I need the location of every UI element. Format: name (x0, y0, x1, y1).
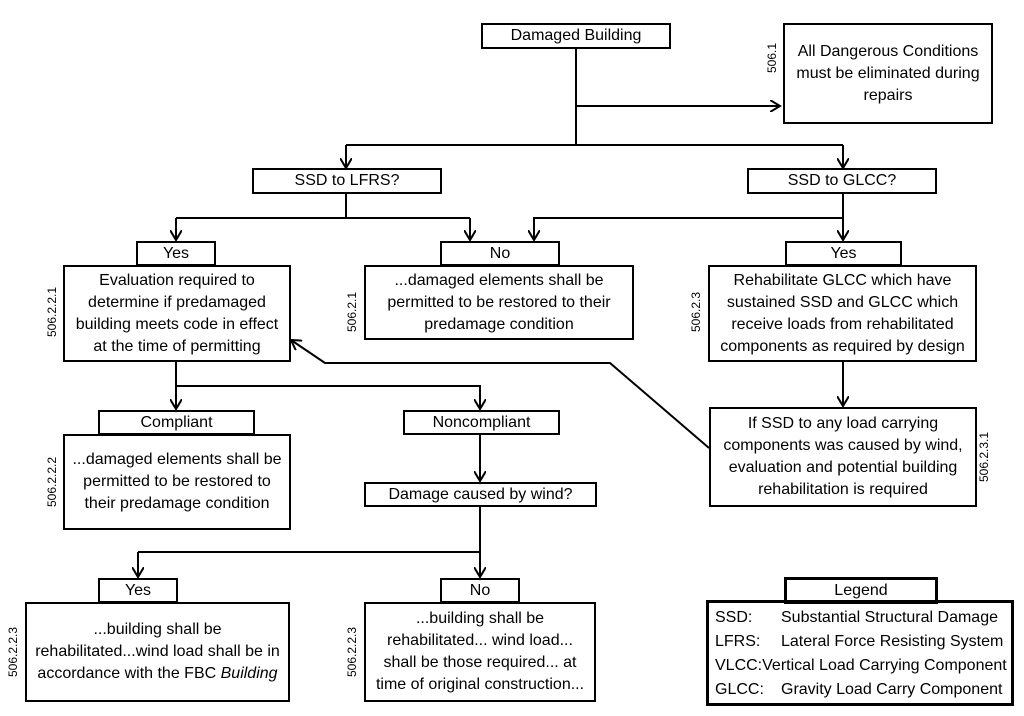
rehab-wind-text-main: ...building shall be rehabilitated...win… (35, 621, 280, 682)
ref-506-1: 506.1 (765, 42, 779, 74)
legend-row: GLCC: Gravity Load Carry Component (715, 678, 1005, 702)
ref-506-2-3: 506.2.3 (689, 291, 703, 333)
node-restore-mid: ...damaged elements shall be permitted t… (364, 265, 634, 340)
node-rehab-original: ...building shall be rehabilitated... wi… (364, 602, 596, 702)
node-ssd-lfrs: SSD to LFRS? (252, 168, 442, 194)
node-restore-left: ...damaged elements shall be permitted t… (63, 434, 291, 530)
legend-text: Lateral Force Resisting System (781, 633, 1004, 650)
legend-abbr: VLCC: (715, 657, 763, 674)
ref-506-2-2-3-left: 506.2.2.3 (6, 626, 20, 678)
node-yes-right: Yes (785, 241, 902, 266)
node-yes-bottom: Yes (98, 578, 178, 603)
ref-506-2-3-1: 506.2.3.1 (977, 431, 991, 483)
node-no-mid: No (440, 241, 560, 266)
ref-506-2-2-1: 506.2.2.1 (45, 286, 59, 338)
legend-text: Gravity Load Carry Component (781, 681, 1003, 698)
node-damaged-building: Damaged Building (481, 23, 671, 49)
legend-row: LFRS: Lateral Force Resisting System (715, 630, 1005, 654)
legend-abbr: SSD: (715, 609, 753, 626)
rehab-wind-text-italic: Building (220, 665, 278, 682)
node-rehab-wind: ...building shall be rehabilitated...win… (25, 602, 290, 702)
node-rehab-glcc: Rehabilitate GLCC which have sustained S… (708, 265, 977, 362)
ref-506-2-2-2: 506.2.2.2 (45, 456, 59, 508)
node-no-bottom: No (440, 578, 520, 603)
legend: SSD:Substantial Structural Damage LFRS:L… (706, 600, 1014, 706)
ref-506-2-2-3-right: 506.2.2.3 (345, 626, 359, 678)
node-noncompliant: Noncompliant (403, 410, 560, 435)
node-compliant: Compliant (98, 410, 255, 435)
legend-text: Vertical Load Carrying Component (762, 657, 1007, 674)
node-ssd-glcc: SSD to GLCC? (747, 168, 937, 194)
node-wind-question: Damage caused by wind? (364, 482, 597, 507)
legend-abbr: GLCC: (715, 681, 764, 698)
legend-abbr: LFRS: (715, 633, 761, 650)
node-evaluation: Evaluation required to determine if pred… (63, 265, 291, 362)
connector-glcc-to-no (534, 217, 843, 240)
connector-eval-to-noncompliant (176, 385, 480, 409)
connector-wind-to-evaluation (291, 340, 710, 449)
legend-row: SSD: Substantial Structural Damage (715, 606, 1005, 630)
ref-506-2-1: 506.2.1 (345, 291, 359, 333)
node-yes-left: Yes (136, 241, 216, 266)
node-if-ssd-wind: If SSD to any load carrying components w… (709, 407, 977, 507)
node-dangerous-conditions: All Dangerous Conditions must be elimina… (783, 23, 993, 124)
legend-text: Substantial Structural Damage (781, 609, 998, 626)
rehab-wind-text: ...building shall be rehabilitated...win… (31, 619, 284, 685)
legend-row: VLCC:Vertical Load Carrying Component (715, 654, 1007, 678)
